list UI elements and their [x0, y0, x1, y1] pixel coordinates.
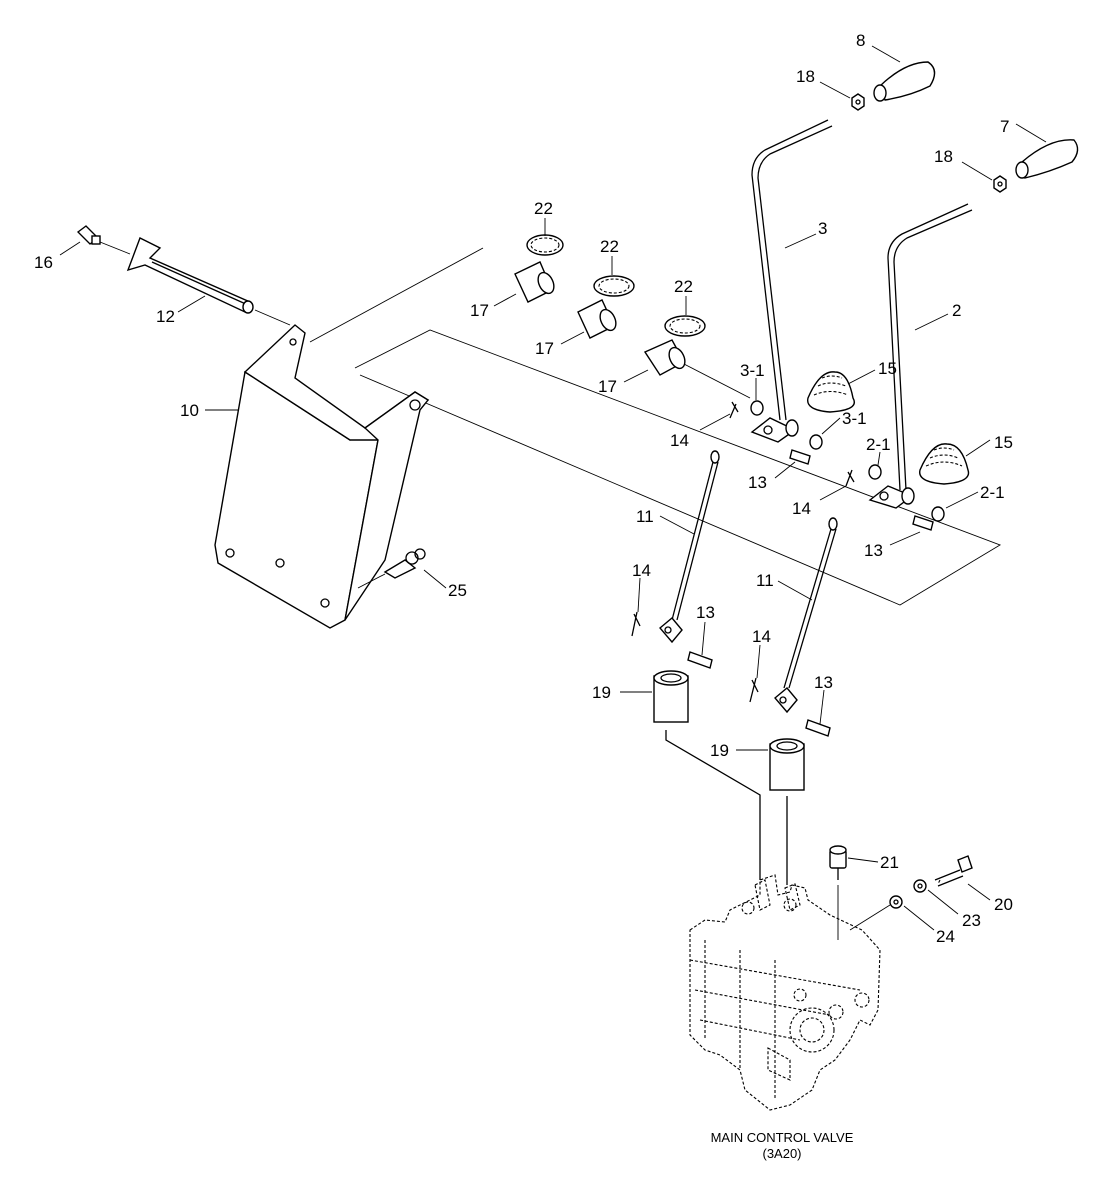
label-17-c: 17 [598, 377, 617, 396]
cap-22-c [664, 315, 706, 337]
pin-13-c [687, 651, 713, 669]
sleeve-19-b [769, 738, 805, 885]
pin-13-b [912, 515, 934, 531]
cap-22-b [593, 275, 635, 297]
label-20: 20 [994, 895, 1013, 914]
leader-lines [59, 45, 1047, 931]
caption-title: MAIN CONTROL VALVE [711, 1130, 854, 1145]
reference-frame [354, 329, 1002, 606]
label-13-c: 13 [696, 603, 715, 622]
label-25: 25 [448, 581, 467, 600]
bushing-2-1-a [868, 464, 882, 480]
label-14-b: 14 [792, 499, 811, 518]
label-8: 8 [856, 31, 865, 50]
sensor-21 [829, 845, 847, 940]
label-11-a: 11 [636, 507, 654, 526]
bushing-17-a [514, 261, 555, 303]
label-2: 2 [952, 301, 961, 320]
cotter-14-b [845, 469, 855, 487]
label-3: 3 [818, 219, 827, 238]
cap-22-a [526, 234, 564, 256]
label-22-a: 22 [534, 199, 553, 218]
boot-15-a [806, 371, 855, 413]
label-15-a: 15 [878, 359, 897, 378]
label-16: 16 [34, 253, 53, 272]
cotter-14-a [729, 401, 739, 419]
knob-7 [1015, 139, 1079, 179]
label-17-a: 17 [470, 301, 489, 320]
label-2-1-b: 2-1 [980, 483, 1005, 502]
pin-13-d [805, 719, 831, 737]
washer-23 [913, 879, 927, 893]
main-control-valve [689, 874, 881, 1111]
bracket [214, 324, 430, 629]
label-22-c: 22 [674, 277, 693, 296]
label-7: 7 [1000, 117, 1009, 136]
label-21: 21 [880, 853, 899, 872]
bushing-2-1-b [931, 506, 945, 522]
label-14-d: 14 [752, 627, 771, 646]
pin-13-a [789, 449, 811, 465]
lever-3 [750, 119, 833, 443]
knob-8 [873, 61, 936, 102]
label-11-b: 11 [756, 571, 774, 590]
bushing-17-b [577, 299, 617, 339]
label-18-b: 18 [934, 147, 953, 166]
bushing-17-c [643, 339, 751, 399]
label-17-b: 17 [535, 339, 554, 358]
bolt-16 [76, 225, 131, 255]
boot-15-b [919, 443, 970, 485]
bushing-3-1-b [809, 434, 823, 450]
label-3-1-b: 3-1 [842, 409, 867, 428]
lever-2 [868, 203, 973, 509]
label-14-a: 14 [670, 431, 689, 450]
label-12: 12 [156, 307, 175, 326]
label-2-1-a: 2-1 [866, 435, 891, 454]
sleeve-19-a [653, 670, 761, 880]
bolt-25 [357, 548, 426, 589]
label-18-a: 18 [796, 67, 815, 86]
label-15-b: 15 [994, 433, 1013, 452]
cotter-14-c [631, 611, 641, 637]
label-10: 10 [180, 401, 199, 420]
label-23: 23 [962, 911, 981, 930]
shaft [126, 237, 291, 326]
label-19-a: 19 [592, 683, 611, 702]
washer-24 [849, 895, 903, 931]
bolt-20 [934, 855, 973, 887]
label-13-b: 13 [864, 541, 883, 560]
label-13-d: 13 [814, 673, 833, 692]
label-13-a: 13 [748, 473, 767, 492]
cotter-14-d [749, 677, 759, 703]
rod-11-a [659, 450, 720, 644]
frame-link-upper [309, 247, 484, 343]
bushing-3-1-a [750, 400, 764, 416]
label-14-c: 14 [632, 561, 651, 580]
caption-code: (3A20) [762, 1146, 801, 1161]
label-22-b: 22 [600, 237, 619, 256]
nut-18-b [993, 175, 1007, 193]
nut-18-a [851, 93, 865, 111]
label-3-1-a: 3-1 [740, 361, 765, 380]
rod-11-b [774, 517, 838, 714]
label-19-b: 19 [710, 741, 729, 760]
label-24: 24 [936, 927, 955, 946]
